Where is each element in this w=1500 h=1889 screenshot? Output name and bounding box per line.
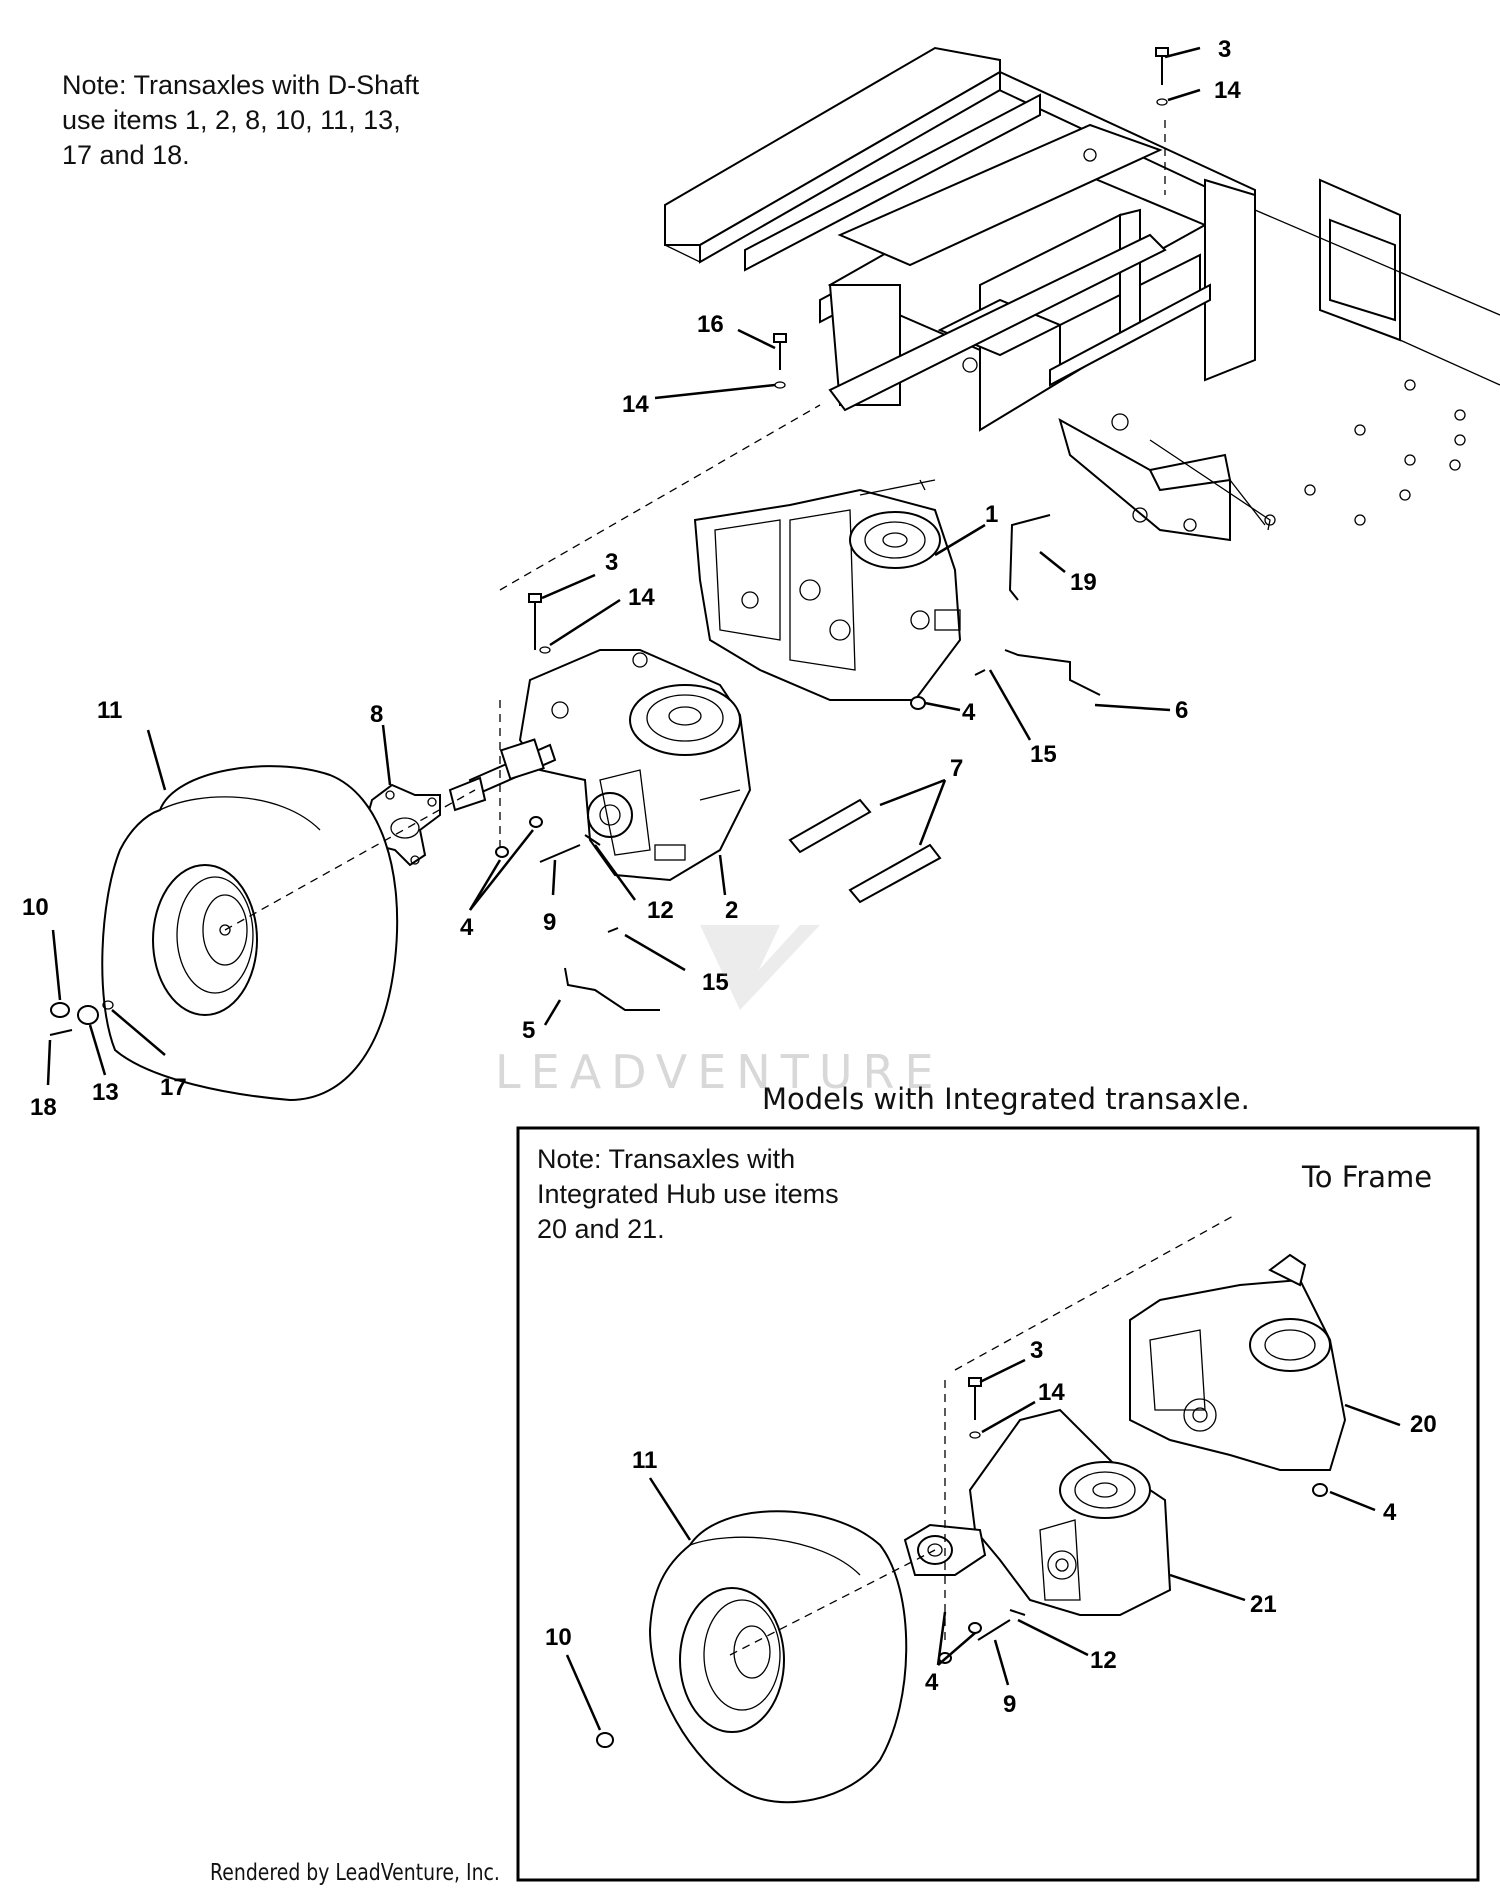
dshaft-note-line-2: use items 1, 2, 8, 10, 11, 13, (62, 105, 401, 135)
footer-credit: Rendered by LeadVenture, Inc. (210, 1860, 500, 1886)
dshaft-note-line-3: 17 and 18. (62, 140, 190, 170)
callout-main-2: 2 (725, 897, 738, 924)
inset-title: Models with Integrated transaxle. (762, 1082, 1250, 1116)
callout-main-9: 9 (543, 909, 556, 936)
callout-main-13: 13 (92, 1079, 119, 1106)
integrated-hub-note-line-3: 20 and 21. (537, 1214, 665, 1244)
integrated-hub-note-line-2: Integrated Hub use items (537, 1179, 839, 1209)
tire-11 (101, 765, 399, 1102)
inset-leaders (565, 1358, 1401, 1731)
callout-main-18: 18 (30, 1094, 57, 1121)
callout-main-14: 14 (628, 584, 655, 611)
callout-main-10: 10 (22, 894, 49, 921)
callout-inset-11: 11 (632, 1447, 657, 1474)
callout-inset-4-left: 4 (925, 1669, 939, 1696)
callout-main-16: 16 (697, 311, 724, 338)
callout-main-14-mid: 14 (622, 391, 649, 418)
to-frame-label: To Frame (1302, 1160, 1433, 1194)
main-hardware (49, 47, 1169, 1036)
frame-fastener-dots (1264, 379, 1466, 526)
callout-inset-12: 12 (1090, 1647, 1117, 1674)
callout-main-15-lower: 15 (702, 969, 729, 996)
transaxle-1 (693, 479, 962, 701)
callout-main-14-top: 14 (1214, 77, 1241, 104)
callout-main-3-top: 3 (1218, 36, 1231, 63)
callout-main-4-right: 4 (962, 699, 976, 726)
integrated-hub-note: Note: Transaxles with Integrated Hub use… (537, 1142, 839, 1247)
watermark-logo (700, 925, 820, 1010)
dshaft-note-line-1: Note: Transaxles with D-Shaft (62, 70, 420, 100)
callout-main-19: 19 (1070, 569, 1097, 596)
inset-parts (596, 1214, 1347, 1804)
callout-main-4-left: 4 (460, 914, 474, 941)
callout-main-15-upper: 15 (1030, 741, 1057, 768)
callout-main-1: 1 (985, 501, 998, 528)
callout-main-6: 6 (1175, 697, 1188, 724)
watermark-text: LEADVENTURE (495, 1045, 944, 1099)
callout-main-7: 7 (950, 755, 963, 782)
inset-callouts: 3 14 20 11 4 21 10 12 4 9 (545, 1337, 1437, 1718)
dshaft-note: Note: Transaxles with D-Shaft use items … (62, 68, 419, 173)
transaxle-2 (518, 649, 752, 882)
callout-main-3: 3 (605, 549, 618, 576)
callout-inset-10: 10 (545, 1624, 572, 1651)
main-leaders (46, 46, 1201, 1086)
callout-inset-4-right: 4 (1383, 1499, 1397, 1526)
callout-main-11: 11 (97, 697, 122, 724)
callout-inset-20: 20 (1410, 1411, 1437, 1438)
frame-assembly (664, 46, 1500, 542)
callout-main-17: 17 (160, 1074, 187, 1101)
integrated-hub-note-line-1: Note: Transaxles with (537, 1144, 796, 1174)
callout-main-12: 12 (647, 897, 674, 924)
main-callouts: 3 14 16 14 1 19 3 14 4 6 15 7 11 8 4 9 1… (22, 36, 1241, 1121)
inset-frame (516, 1126, 1480, 1882)
callout-inset-9: 9 (1003, 1691, 1016, 1718)
callout-inset-3: 3 (1030, 1337, 1043, 1364)
callout-inset-14: 14 (1038, 1379, 1065, 1406)
callout-main-5: 5 (522, 1017, 535, 1044)
callout-main-8: 8 (370, 701, 383, 728)
callout-inset-21: 21 (1250, 1591, 1277, 1618)
axle-shaft (448, 738, 557, 812)
